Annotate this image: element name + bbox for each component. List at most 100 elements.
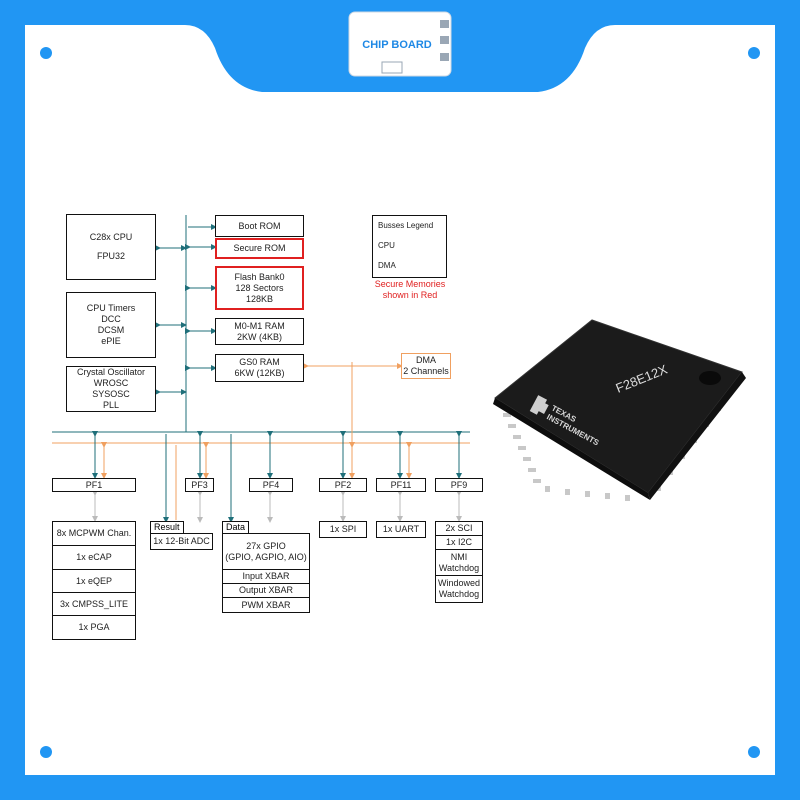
gpio-types-label: (GPIO, AGPIO, AIO) [225, 551, 307, 562]
flash-size-label: 128KB [245, 293, 274, 304]
list-item: 1x PGA [53, 616, 135, 639]
brand-logo: CHIP BOARD [348, 11, 452, 77]
list-item: 1x eCAP [53, 546, 135, 570]
cpu-timers-box: CPU Timers DCC DCSM ePIE [66, 292, 156, 358]
boot-rom-label: Boot ROM [238, 221, 281, 231]
gpio-data-tag: Data [222, 521, 250, 534]
pf3-box: PF3 [185, 478, 214, 492]
flash-bank-label: Flash Bank0 [234, 271, 285, 282]
pin1-marker [699, 371, 721, 385]
sysosc-label: SYSOSC [92, 389, 130, 399]
i2c-label: 1x I2C [445, 537, 472, 547]
list-item: 1x I2C [436, 536, 482, 550]
list-item: 3x CMPSS_LITE [53, 593, 135, 616]
cpu-box: C28x CPU FPU32 [66, 214, 156, 280]
output-xbar-cell: Output XBAR [223, 584, 309, 598]
pll-label: PLL [102, 400, 119, 410]
cpu-timers-label: CPU Timers [86, 303, 136, 313]
pf9-box: PF9 [435, 478, 483, 492]
corner-dot [40, 746, 52, 758]
gpio-box: 27x GPIO (GPIO, AGPIO, AIO) Input XBAR O… [222, 533, 310, 613]
fpu-label: FPU32 [96, 251, 125, 261]
oscillator-box: Crystal Oscillator WROSC SYSOSC PLL [66, 366, 156, 412]
dma-channels-label: 2 Channels [403, 366, 449, 376]
adc-result-label: Result [154, 522, 180, 532]
input-xbar-cell: Input XBAR [223, 570, 309, 584]
m0m1-ram-label: M0-M1 RAM [234, 320, 285, 331]
busses-legend: Busses Legend CPU DMA [372, 215, 447, 278]
pf11-label: PF11 [390, 480, 412, 490]
adc-box: 1x 12-Bit ADC [150, 533, 213, 550]
dcsm-label: DCSM [97, 325, 125, 335]
dma-label: DMA [416, 355, 436, 365]
secure-note-line2: shown in Red [382, 290, 438, 300]
flash-sectors-label: 128 Sectors [235, 282, 284, 293]
pf2-label: PF2 [334, 480, 352, 490]
epie-label: ePIE [101, 336, 121, 346]
pwm-xbar-cell: PWM XBAR [223, 598, 309, 612]
ti-logo-icon [529, 395, 549, 415]
nmi-label: NMI [450, 551, 468, 562]
output-xbar-label: Output XBAR [238, 585, 294, 595]
legend-title: Busses Legend [378, 221, 434, 230]
spi-label: 1x SPI [329, 524, 357, 534]
dma-box: DMA 2 Channels [401, 353, 451, 379]
logo-text: CHIP BOARD [362, 39, 432, 51]
crystal-osc-label: Crystal Oscillator [76, 367, 145, 377]
m0m1-size-label: 2KW (4KB) [236, 331, 282, 342]
sci-label: 2x SCI [445, 523, 473, 533]
pf4-label: PF4 [262, 480, 280, 490]
pf1-label: PF1 [85, 480, 103, 490]
pf1-box: PF1 [52, 478, 136, 492]
uart-box: 1x UART [376, 521, 426, 538]
pf11-box: PF11 [376, 478, 426, 492]
gpio-cell: 27x GPIO (GPIO, AGPIO, AIO) [223, 534, 309, 570]
boot-rom-box: Boot ROM [215, 215, 304, 237]
nmi-watchdog-label: Watchdog [438, 562, 480, 573]
pwm-xbar-label: PWM XBAR [241, 599, 291, 610]
list-item: 1x eQEP [53, 570, 135, 593]
pf9-peripherals: 2x SCI 1x I2C NMI Watchdog Windowed Watc… [435, 521, 483, 603]
pga-label: 1x PGA [78, 622, 110, 632]
windowed-watchdog-label: Watchdog [438, 589, 480, 599]
corner-dot [748, 746, 760, 758]
cpu-label: C28x CPU [89, 232, 133, 242]
corner-dot [40, 47, 52, 59]
flash-bank-box: Flash Bank0 128 Sectors 128KB [215, 266, 304, 310]
dcc-label: DCC [101, 314, 121, 324]
mcpwm-label: 8x MCPWM Chan. [56, 528, 132, 538]
input-xbar-label: Input XBAR [242, 571, 290, 581]
pf2-box: PF2 [319, 478, 367, 492]
secure-rom-label: Secure ROM [233, 243, 286, 253]
gs0-ram-box: GS0 RAM 6KW (12KB) [215, 354, 304, 382]
pf1-peripherals: 8x MCPWM Chan. 1x eCAP 1x eQEP 3x CMPSS_… [52, 521, 136, 640]
ecap-label: 1x eCAP [76, 552, 112, 562]
gs0-ram-label: GS0 RAM [239, 357, 280, 367]
pf9-label: PF9 [450, 480, 468, 490]
list-item: 2x SCI [436, 522, 482, 536]
secure-note-line1: Secure Memories [374, 279, 446, 289]
chip-body [494, 319, 743, 494]
eqep-label: 1x eQEP [75, 575, 113, 586]
adc-label: 1x 12-Bit ADC [153, 536, 210, 546]
list-item: 8x MCPWM Chan. [53, 522, 135, 546]
secure-rom-box: Secure ROM [215, 238, 304, 259]
legend-dma: DMA [378, 261, 396, 270]
pf4-box: PF4 [249, 478, 293, 492]
windowed-label: Windowed [437, 578, 481, 588]
m0m1-ram-box: M0-M1 RAM 2KW (4KB) [215, 318, 304, 345]
list-item: Windowed Watchdog [436, 576, 482, 602]
gs0-size-label: 6KW (12KB) [234, 368, 285, 378]
spi-box: 1x SPI [319, 521, 367, 538]
gpio-data-label: Data [226, 522, 246, 532]
corner-dot [748, 47, 760, 59]
legend-cpu: CPU [378, 241, 395, 250]
list-item: NMI Watchdog [436, 550, 482, 576]
wrosc-label: WROSC [93, 378, 129, 388]
secure-memories-note: Secure Memories shown in Red [360, 279, 460, 301]
gpio-label: 27x GPIO [246, 540, 286, 551]
cmpss-label: 3x CMPSS_LITE [59, 598, 129, 609]
pf3-label: PF3 [191, 480, 208, 490]
